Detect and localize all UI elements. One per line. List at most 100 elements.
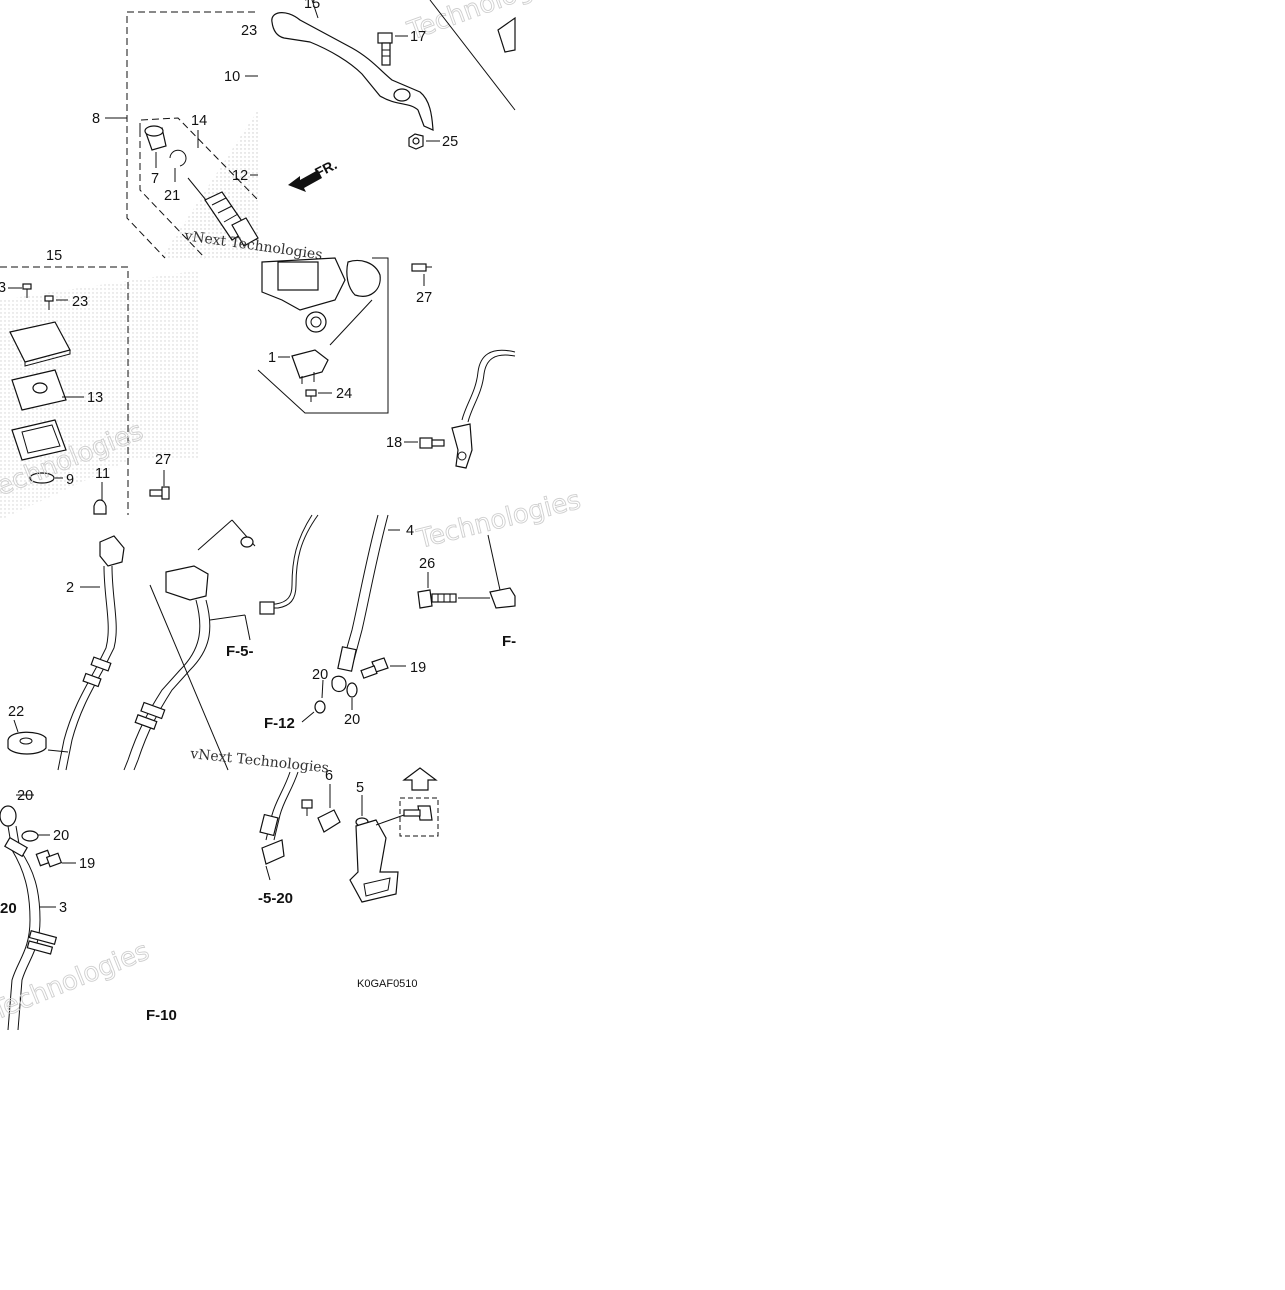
callout-11: 11 <box>95 466 110 482</box>
tile-master-cylinder-piston: 8 10 23 14 12 7 21 vNext Technologies <box>92 11 323 263</box>
callout-19-b: 19 <box>79 856 95 872</box>
hose-fitting-top <box>99 535 125 567</box>
callout-13: 13 <box>87 390 103 406</box>
brake-lever <box>271 12 434 131</box>
ref-f12: F-12 <box>264 715 295 732</box>
hose-clamp <box>7 731 47 755</box>
callout-15-top: 15 <box>304 0 320 12</box>
callout-5: 5 <box>356 780 364 796</box>
callout-18: 18 <box>386 435 402 451</box>
tile-lower-hose: 20 20 19 3 20 Technologies F-10 <box>0 788 177 1031</box>
callout-1: 1 <box>268 350 276 366</box>
diaphragm-float <box>29 472 55 484</box>
callout-4: 4 <box>406 523 414 539</box>
callout-20-b: 20 <box>344 712 360 728</box>
ref-f5-20: -5-20 <box>258 890 293 907</box>
callout-23-mid: 23 <box>72 294 88 310</box>
illustration-code: K0GAF0510 <box>357 978 418 990</box>
tile-hose-connection: Technologies 4 20 20 19 F-12 <box>259 485 584 732</box>
sealing-washer <box>346 682 358 698</box>
callout-3-mid: 3 <box>0 280 6 296</box>
banjo-eye <box>0 805 17 827</box>
callout-20-a: 20 <box>312 667 328 683</box>
banjo-eye <box>331 675 347 693</box>
pivot-bolt <box>377 32 393 66</box>
mount-bolt <box>149 486 170 500</box>
callout-12: 12 <box>232 168 248 184</box>
watermark-outline: Technologies <box>0 936 153 1027</box>
bracket-bolt <box>417 589 457 609</box>
tile-master-cylinder-body: 1 24 27 18 <box>257 257 516 469</box>
lever-guide-line <box>429 0 516 111</box>
circlip <box>169 149 187 167</box>
cap-screw <box>22 283 32 298</box>
assembly-boundary <box>126 11 255 259</box>
switch-screw <box>305 389 317 402</box>
hose-collar <box>28 930 58 945</box>
hose-bracket <box>489 587 516 609</box>
reservoir-boot <box>93 499 107 515</box>
brake-hose-segment <box>461 349 516 421</box>
callout-6: 6 <box>325 768 333 784</box>
callout-20-d: 20 <box>53 828 69 844</box>
tile-reservoir-cap: 15 3 23 13 9 11 27 Technologies <box>0 248 200 520</box>
brake-light-switch <box>291 349 329 379</box>
piston-boundary <box>139 117 259 201</box>
hose-clip <box>317 809 341 833</box>
up-arrow-icon <box>402 767 438 791</box>
callout-7: 7 <box>151 171 159 187</box>
hose-holder <box>261 839 285 865</box>
callout-3: 3 <box>59 900 67 916</box>
callout-21: 21 <box>164 188 180 204</box>
sealing-washer <box>314 700 326 714</box>
joint-bolt <box>419 437 445 449</box>
hose-collar <box>90 656 112 672</box>
banjo-bolt <box>360 657 389 679</box>
hose-fitting <box>337 646 357 672</box>
tile-hose-bracket: -5-20 6 5 K0GAF0510 <box>258 767 439 990</box>
callout-9: 9 <box>66 472 74 488</box>
ref-f10: F-10 <box>146 1007 177 1024</box>
lever-bracket-edge <box>497 16 516 53</box>
cap-boundary <box>0 266 129 515</box>
callout-14: 14 <box>191 113 207 129</box>
clamp-hole <box>305 311 327 333</box>
piston-boundary-lower <box>139 130 206 259</box>
callout-25: 25 <box>442 134 458 150</box>
hose-joint <box>451 423 473 469</box>
ref-f5: F-5- <box>226 643 254 660</box>
sealing-washer <box>21 830 39 842</box>
holder-bolt <box>411 263 432 272</box>
callout-17: 17 <box>410 29 426 45</box>
callout-23-top: 23 <box>241 23 257 39</box>
tile-front-hoses: 2 22 F-5- vNext Technologies <box>7 519 330 777</box>
seal-cup <box>144 125 167 151</box>
hose-bracket <box>349 819 399 903</box>
callout-26: 26 <box>419 556 435 572</box>
hose-end <box>259 601 275 615</box>
front-arrow-icon <box>288 170 322 192</box>
watermark-serif: vNext Technologies <box>189 746 330 777</box>
ref-f-cut: F- <box>502 633 516 650</box>
watermark-outline: Technologies <box>403 0 571 47</box>
piston <box>187 177 259 247</box>
banjo-bolt <box>35 849 63 868</box>
diaphragm <box>11 419 67 461</box>
callout-2: 2 <box>66 580 74 596</box>
hose-fitting <box>259 813 279 837</box>
hose-holder <box>165 565 209 601</box>
callout-24: 24 <box>336 386 352 402</box>
lever-bracket <box>346 259 381 297</box>
pivot-nut <box>408 133 424 150</box>
bracket-bolt <box>403 805 433 821</box>
callout-20-c: 20 <box>17 788 33 804</box>
cap-screw <box>44 295 54 310</box>
callout-19-a: 19 <box>410 660 426 676</box>
callout-10: 10 <box>224 69 240 85</box>
callout-22: 22 <box>8 704 24 720</box>
lever-pivot-hole <box>393 88 411 102</box>
tile-brake-lever: Technologies 17 25 15 FR. <box>271 0 572 192</box>
ref-f20: 20 <box>0 900 17 917</box>
